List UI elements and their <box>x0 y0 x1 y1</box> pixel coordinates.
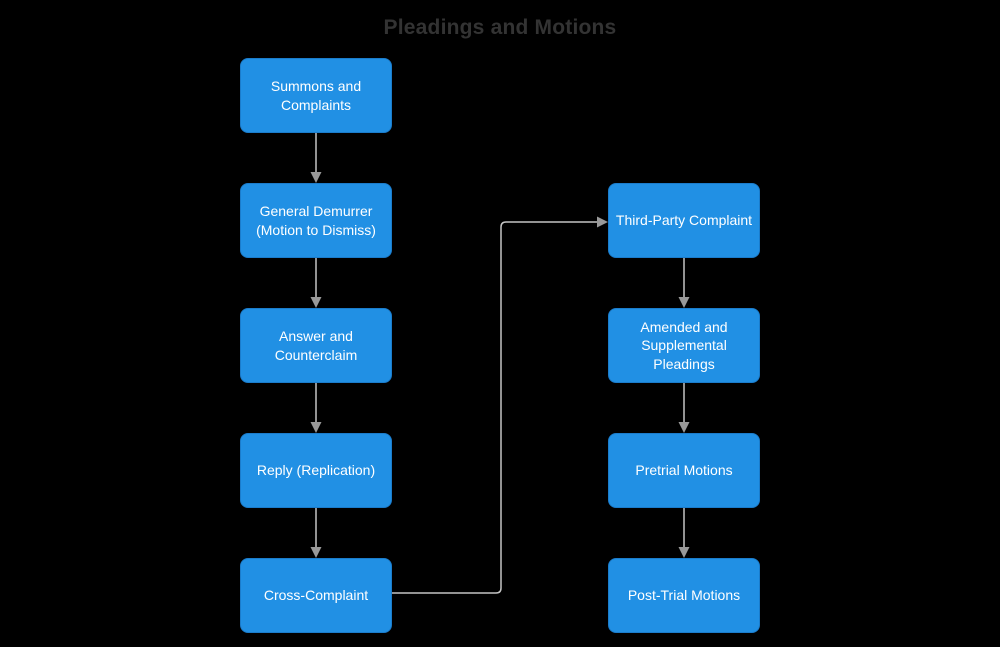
edge-answer-reply <box>310 383 322 433</box>
edge-thirdparty-amended <box>678 258 690 308</box>
edge-demurrer-answer <box>310 258 322 308</box>
edge-amended-pretrial <box>678 383 690 433</box>
node-general-demurrer: General Demurrer (Motion to Dismiss) <box>240 183 392 258</box>
node-pretrial-motions: Pretrial Motions <box>608 433 760 508</box>
node-cross-complaint: Cross-Complaint <box>240 558 392 633</box>
edge-reply-cross <box>310 508 322 558</box>
node-answer-and-counterclaim: Answer and Counterclaim <box>240 308 392 383</box>
edge-cross-thirdparty <box>392 216 608 594</box>
node-amended-supplemental-pleadings: Amended and Supplemental Pleadings <box>608 308 760 383</box>
edge-summons-demurrer <box>310 133 322 183</box>
node-third-party-complaint: Third-Party Complaint <box>608 183 760 258</box>
diagram-title: Pleadings and Motions <box>383 16 617 39</box>
edge-pretrial-posttrial <box>678 508 690 558</box>
node-post-trial-motions: Post-Trial Motions <box>608 558 760 633</box>
node-reply-replication: Reply (Replication) <box>240 433 392 508</box>
node-summons-and-complaints: Summons and Complaints <box>240 58 392 133</box>
